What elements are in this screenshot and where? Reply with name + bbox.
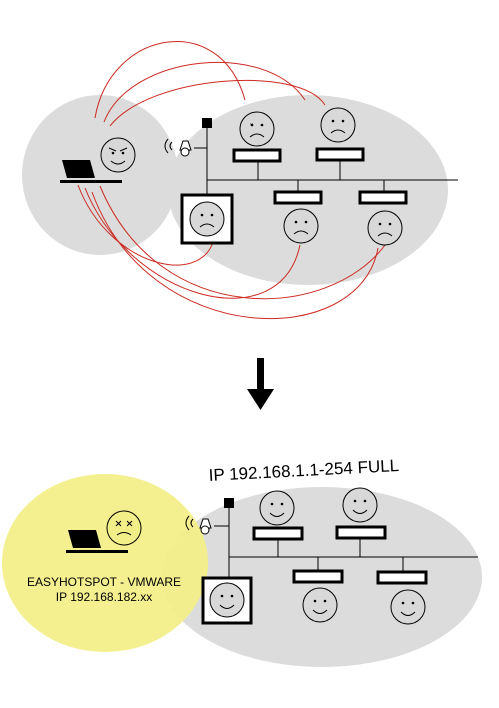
top-attacker-zone <box>22 95 178 255</box>
attack-line <box>84 187 301 299</box>
sad-face-icon <box>367 210 403 246</box>
sad-face-icon <box>283 208 319 244</box>
sad-face-icon: ᵕ <box>239 111 275 147</box>
framed-sad-face-icon <box>180 193 234 245</box>
smiley-face-icon <box>259 490 295 526</box>
network-range-label: IP 192.168.1.1-254 FULL <box>208 456 399 485</box>
attack-line <box>91 191 379 320</box>
bottom-access-point-icon <box>185 498 234 535</box>
network-switch <box>315 147 365 162</box>
attack-line <box>109 79 326 127</box>
bottom-hotspot-zone <box>2 474 208 652</box>
laptop-icon <box>60 160 122 183</box>
attack-line <box>94 40 246 119</box>
top-scene: ᵕ <box>22 40 458 320</box>
hotspot-name-label: EASYHOTSPOT - VMWARE <box>27 575 181 589</box>
network-switch <box>292 569 344 584</box>
network-switch <box>273 190 323 205</box>
top-access-point-icon <box>164 118 212 157</box>
network-switch <box>232 148 282 163</box>
hotspot-ip-label: IP 192.168.182.xx <box>56 590 153 604</box>
attack-line <box>103 61 306 123</box>
attack-line <box>99 185 386 300</box>
smiley-face-icon <box>302 587 338 623</box>
smiley-face-icon <box>390 589 426 625</box>
bottom-scene: IP 192.168.1.1-254 FULL EASYHOTSPOT - VM… <box>2 456 482 667</box>
laptop-icon <box>66 530 128 553</box>
down-arrow-icon <box>247 358 274 410</box>
attack-lines <box>77 40 386 320</box>
smiley-face-icon <box>342 487 378 523</box>
network-switch <box>376 570 428 585</box>
sad-face-icon <box>320 107 356 143</box>
top-attacker-face-icon <box>100 137 136 173</box>
network-switch <box>252 526 304 541</box>
framed-smiley-face-icon <box>201 576 253 625</box>
dead-face-icon <box>106 510 142 546</box>
network-switch <box>335 525 387 540</box>
network-switch <box>358 190 408 205</box>
